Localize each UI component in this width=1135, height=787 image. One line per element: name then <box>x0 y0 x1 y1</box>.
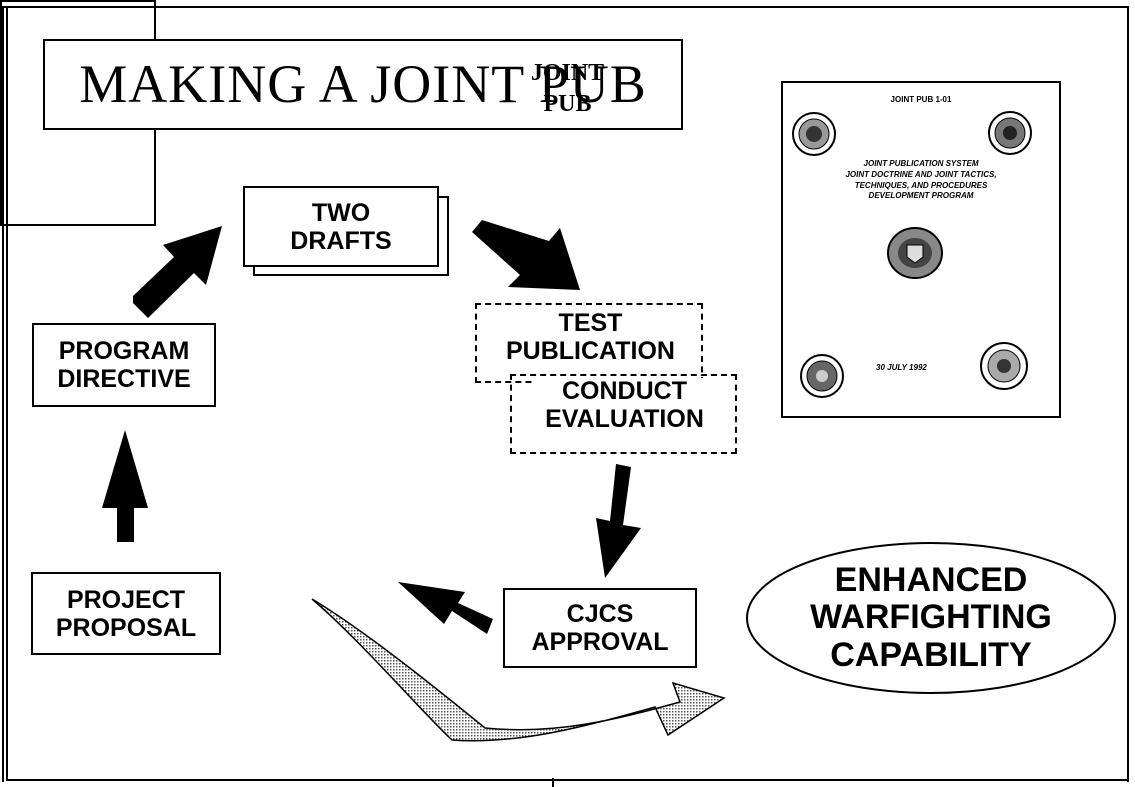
arrow-directive-to-drafts <box>133 226 222 318</box>
program-directive-line-2: DIRECTIVE <box>57 365 191 393</box>
cjcs-approval-line-2: APPROVAL <box>531 628 669 656</box>
project-proposal-line-1: PROJECT <box>66 585 186 614</box>
air-force-seal-icon <box>800 354 844 398</box>
program-directive-line-1: PROGRAM <box>58 337 190 365</box>
project-proposal-box: PROJECT PROPOSAL <box>31 572 221 655</box>
cover-title-line-4: DEVELOPMENT PROGRAM <box>868 191 974 201</box>
joint-pub-line-1: JOINT <box>530 60 605 86</box>
sweep-arrow-to-capability <box>311 598 726 742</box>
cover-title-line-1: JOINT PUBLICATION SYSTEM <box>863 159 979 168</box>
arrow-proposal-to-directive <box>102 430 148 542</box>
enhanced-line-1: ENHANCED <box>834 560 1028 599</box>
marine-corps-seal-icon <box>980 342 1028 390</box>
two-drafts-line-1: TWO <box>311 198 371 227</box>
cover-title: JOINT PUBLICATION SYSTEM JOINT DOCTRINE … <box>813 159 1029 202</box>
cover-date: 30 JULY 1992 <box>876 363 927 372</box>
project-proposal-line-2: PROPOSAL <box>55 613 197 642</box>
test-publication-line-2: PUBLICATION <box>506 336 675 365</box>
arrow-evaluation-to-cjcs <box>596 464 641 578</box>
joint-pub-inner-border <box>6 6 1129 781</box>
conduct-evaluation-label: CONDUCT EVALUATION <box>512 377 737 433</box>
test-publication-label: TEST PUBLICATION <box>478 309 703 365</box>
enhanced-line-2: WARFIGHTING <box>810 598 1052 637</box>
enhanced-capability-ellipse <box>746 542 1116 694</box>
conduct-evaluation-line-1: CONDUCT <box>532 377 717 406</box>
cover-title-line-3: TECHNIQUES, AND PROCEDURES <box>854 180 988 190</box>
conduct-evaluation-dashed-box <box>510 374 737 454</box>
two-drafts-line-2: DRAFTS <box>290 226 392 255</box>
program-directive-box: PROGRAM DIRECTIVE <box>32 323 216 407</box>
arrow-drafts-to-test <box>472 220 580 290</box>
navy-seal-icon <box>988 111 1032 155</box>
test-publication-line-1: TEST <box>558 309 623 337</box>
enhanced-capability-label: ENHANCED WARFIGHTING CAPABILITY <box>754 550 1108 686</box>
cover-title-line-2: JOINT DOCTRINE AND JOINT TACTICS, <box>845 169 997 179</box>
arrow-cjcs-to-joint-pub <box>398 582 493 634</box>
cover-pub-number: JOINT PUB 1-01 <box>890 95 952 104</box>
joint-pub-line-2: PUB <box>543 91 592 118</box>
two-drafts-box: TWO DRAFTS <box>243 186 439 267</box>
joint-chiefs-seal-icon <box>887 227 943 279</box>
cjcs-approval-box: CJCS APPROVAL <box>503 588 697 668</box>
joint-pub-label: JOINT PUB <box>0 58 1135 120</box>
conduct-evaluation-line-2: EVALUATION <box>545 404 704 433</box>
cjcs-approval-line-1: CJCS <box>566 600 634 628</box>
title-text: MAKING A JOINT PUB <box>79 54 647 115</box>
enhanced-line-3: CAPABILITY <box>830 635 1032 674</box>
joint-pub-cover-image: JOINT PUB 1-01 JOINT PUBLICATION SYSTEM … <box>781 81 1061 418</box>
army-seal-icon <box>792 112 836 156</box>
page-title: MAKING A JOINT PUB <box>43 39 683 130</box>
